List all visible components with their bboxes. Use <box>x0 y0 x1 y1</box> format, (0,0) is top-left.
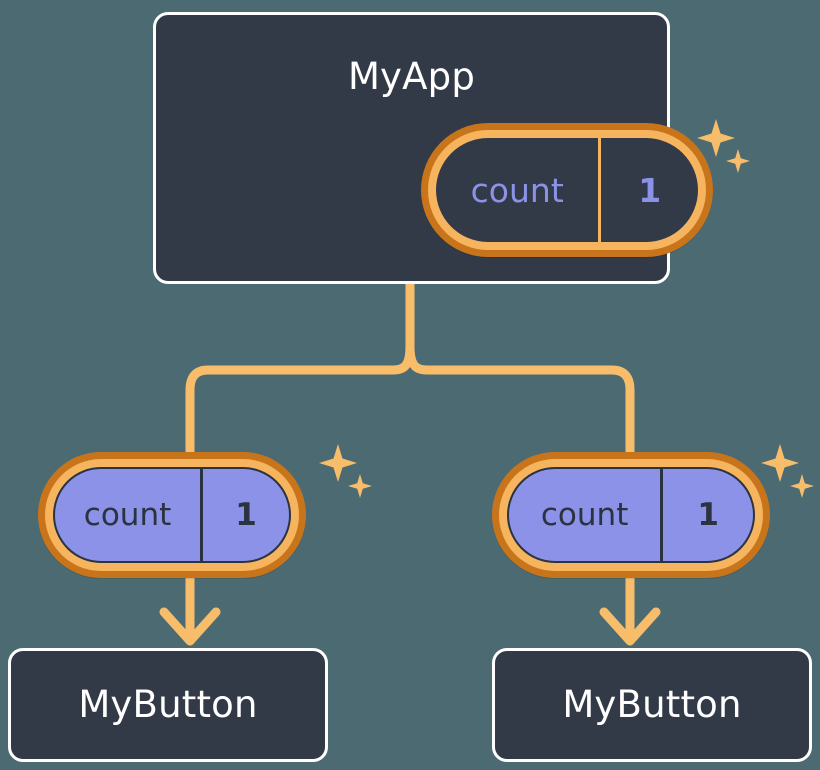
state-key-cell: count <box>509 469 660 561</box>
state-key-cell: count <box>55 469 200 561</box>
state-key-cell: count <box>436 138 598 242</box>
state-key-label: count <box>540 497 629 533</box>
state-value-label: 1 <box>235 497 257 533</box>
state-pill-child-left[interactable]: count 1 <box>38 452 306 578</box>
component-node-mybutton-right[interactable]: MyButton <box>492 648 812 762</box>
state-key-label: count <box>83 497 172 533</box>
state-pill-inner-ring: count 1 <box>499 459 763 571</box>
state-pill-inner-ring: count 1 <box>45 459 299 571</box>
state-pill-face: count 1 <box>507 467 755 563</box>
state-value-cell: 1 <box>200 469 289 561</box>
arrow-left-head <box>159 607 221 646</box>
state-pill-inner-ring: count 1 <box>428 130 706 250</box>
sparkles-icon <box>319 444 372 498</box>
state-value-label: 1 <box>638 170 662 210</box>
connector-branch-right <box>405 341 635 457</box>
state-value-cell: 1 <box>598 138 698 242</box>
component-title-myapp: MyApp <box>347 55 476 98</box>
state-value-cell: 1 <box>660 469 753 561</box>
state-pill-child-right[interactable]: count 1 <box>492 452 770 578</box>
component-node-mybutton-left[interactable]: MyButton <box>8 648 328 762</box>
state-value-label: 1 <box>697 497 719 533</box>
state-pill-myapp[interactable]: count 1 <box>421 123 713 257</box>
component-title-mybutton-left: MyButton <box>78 683 258 726</box>
arrow-right-head <box>599 607 661 646</box>
state-pill-face: count 1 <box>436 138 698 242</box>
connector-branch-left <box>185 341 415 457</box>
state-pill-face: count 1 <box>53 467 291 563</box>
state-key-label: count <box>470 170 564 210</box>
component-title-mybutton-right: MyButton <box>562 683 742 726</box>
component-node-myapp[interactable]: MyApp count 1 <box>153 12 750 284</box>
